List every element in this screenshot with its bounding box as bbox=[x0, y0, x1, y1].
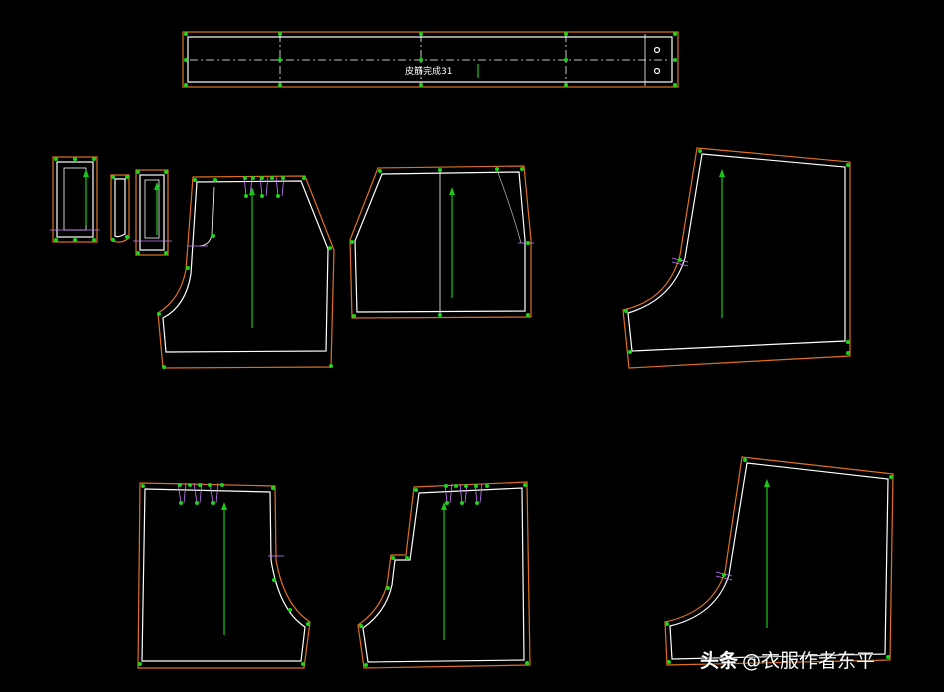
grain-arrowheads bbox=[83, 169, 770, 510]
waistband-cut-line bbox=[182, 31, 679, 88]
watermark: 头条@衣服作者东平 bbox=[700, 646, 875, 673]
small-piece-3 bbox=[133, 169, 172, 256]
middle-piece-top bbox=[349, 165, 534, 319]
front-pant-piece-top bbox=[157, 175, 335, 369]
front-pant-piece-bottom bbox=[137, 482, 311, 669]
waistband-seam-line bbox=[187, 36, 673, 83]
small-piece-2 bbox=[110, 174, 130, 243]
right-piece-bottom bbox=[664, 456, 894, 666]
small-piece-1 bbox=[50, 156, 100, 243]
right-piece-top bbox=[622, 147, 851, 369]
waistband-piece bbox=[182, 31, 679, 88]
watermark-handle: @衣服作者东平 bbox=[742, 650, 876, 672]
back-pant-piece-bottom bbox=[357, 481, 531, 669]
waistband-label: 皮筋完成31 bbox=[405, 67, 453, 77]
watermark-brand: 头条 bbox=[700, 650, 739, 672]
